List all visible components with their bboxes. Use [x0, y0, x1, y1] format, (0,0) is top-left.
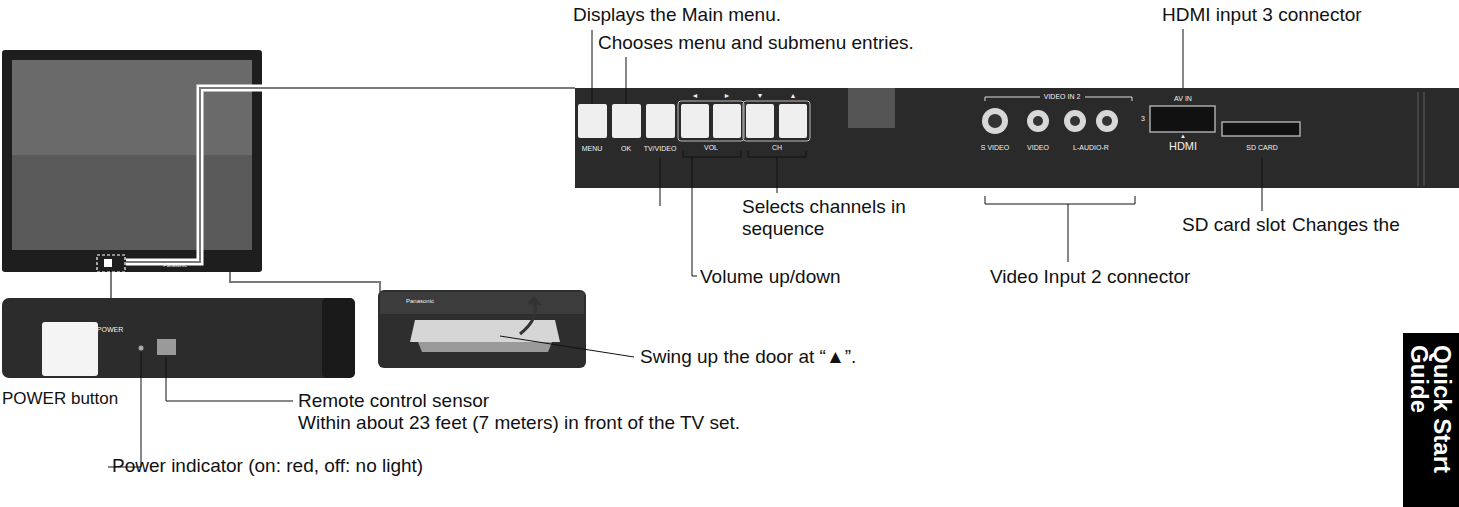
button-label: POWER — [97, 326, 123, 334]
jack-label: L-AUDIO-R — [1073, 144, 1109, 152]
leader-lines — [108, 29, 1262, 467]
power-panel — [2, 298, 355, 378]
door-illustration — [378, 290, 586, 368]
button-label: CH — [772, 144, 782, 152]
callout-text: HDMI input 3 connector — [1162, 4, 1362, 26]
brand-name: Panasonic — [163, 262, 186, 268]
callout-text: Remote control sensor — [298, 390, 489, 412]
hdmi-logo: HDMI — [1169, 140, 1197, 152]
button-symbol: ▲ — [790, 92, 797, 100]
callout-text: SD card slot — [1182, 214, 1285, 236]
port-symbol: ▲ — [1180, 133, 1186, 140]
button-symbol: ► — [724, 92, 731, 100]
callout-text: Displays the Main menu. — [573, 4, 781, 26]
zoom-strips — [111, 88, 575, 298]
button-label: TV/VIDEO — [644, 145, 677, 153]
guide-band: Quick Start Guide — [1403, 333, 1459, 507]
button-label: VOL — [704, 144, 718, 152]
callout-text: Changes the — [1292, 214, 1400, 236]
jack-label: S VIDEO — [981, 144, 1009, 152]
callout-text: Swing up the door at “▲”. — [640, 346, 856, 368]
callout-text: Within about 23 feet (7 meters) in front… — [298, 412, 740, 434]
callout-text: POWER button — [2, 390, 118, 408]
callout-text: Video Input 2 connector — [990, 266, 1190, 288]
band-title: Quick Start Guide — [1408, 345, 1454, 495]
port-label: AV IN — [1174, 95, 1192, 103]
brand-name: Panasonic — [406, 298, 434, 305]
tv-set — [2, 50, 262, 272]
button-label: MENU — [582, 145, 603, 153]
callout-text: Power indicator (on: red, off: no light) — [112, 455, 423, 477]
callout-text: Selects channels in sequence — [742, 196, 927, 240]
jack-label: VIDEO IN 2 — [1044, 93, 1081, 101]
jack-label: VIDEO — [1027, 144, 1049, 152]
button-label: OK — [621, 145, 631, 153]
callout-text: Volume up/down — [700, 266, 841, 288]
callout-text: Chooses menu and submenu entries. — [598, 32, 914, 54]
button-symbol: ◄ — [692, 92, 699, 100]
control-panel — [575, 88, 1459, 188]
port-label: 3 — [1141, 115, 1145, 123]
button-symbol: ▼ — [757, 92, 764, 100]
slot-label: SD CARD — [1246, 144, 1278, 152]
